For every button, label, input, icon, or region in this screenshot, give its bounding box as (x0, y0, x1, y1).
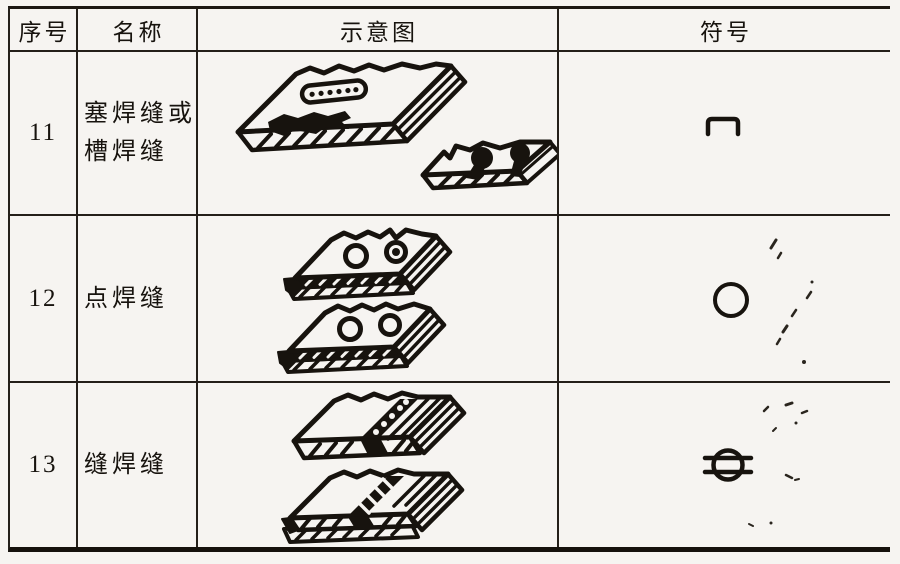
plug-weld-spots (466, 143, 530, 180)
spot-weld-symbol-icon (713, 238, 814, 364)
row-13-name: 缝焊缝 (78, 383, 198, 547)
header-symbol: 符号 (700, 19, 752, 45)
header-schematic: 示意图 (198, 9, 559, 50)
table-row-12: 12 点焊缝 (10, 216, 890, 383)
row-12-schematic-cell (198, 216, 559, 381)
table-row-11: 11 塞焊缝或槽焊缝 (10, 52, 890, 216)
row-13-number: 13 (10, 383, 78, 547)
seam-weld-symbol-icon (702, 401, 809, 527)
slot-weld-and-plug-weld-schematic (235, 61, 557, 191)
slot-weld-plate (235, 61, 468, 153)
seam-weld-plate-lower (281, 467, 465, 544)
row-12-name: 点焊缝 (78, 216, 198, 381)
spot-weld-nuggets-upper (343, 240, 408, 269)
row-11-name: 塞焊缝或槽焊缝 (78, 52, 198, 214)
slot-opening (299, 78, 369, 105)
seam-weld-schematic (281, 390, 467, 544)
row-13-schematic-cell (198, 383, 559, 547)
row-11-schematic-cell (198, 52, 559, 214)
spot-weld-nuggets-lower (337, 313, 402, 342)
row-12-symbol-cell (559, 216, 890, 381)
plug-weld-plate (420, 139, 557, 191)
weld-symbols-table: 序号 名称 示意图 符号 11 塞焊缝或槽焊缝 (8, 6, 890, 552)
scan-speckles (748, 401, 809, 527)
table-row-13: 13 缝焊缝 (10, 383, 890, 547)
seam-weld-plate-upper (291, 390, 467, 461)
table-header-row: 序号 名称 示意图 符号 (10, 9, 890, 52)
spot-weld-stack-lower (277, 301, 447, 374)
header-serial-number: 序号 (10, 9, 78, 50)
row-13-symbol-cell (559, 383, 890, 547)
seam-weld-bead-upper (360, 399, 418, 455)
header-name: 名称 (78, 9, 198, 50)
scan-speckles (769, 238, 814, 364)
slot-weld-bead (268, 111, 351, 136)
row-11-number: 11 (10, 52, 78, 214)
spot-weld-stack-upper (283, 227, 453, 301)
plug-weld-symbol-icon (705, 116, 741, 137)
row-12-number: 12 (10, 216, 78, 381)
spot-weld-schematic (277, 227, 453, 374)
row-11-symbol-cell (559, 52, 890, 214)
seam-weld-bead-lower (348, 476, 404, 530)
